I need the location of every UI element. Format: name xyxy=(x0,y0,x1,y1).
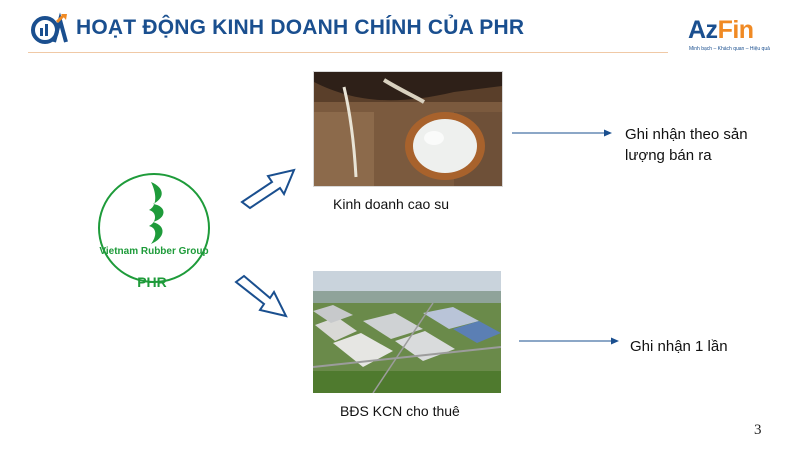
caption-rubber-business: Kinh doanh cao su xyxy=(333,196,449,212)
rubber-leaf-icon xyxy=(149,182,164,244)
arrow-down-right-icon xyxy=(234,274,288,318)
rubber-tapping-photo xyxy=(313,71,503,187)
note-industrial-revenue: Ghi nhận 1 lần xyxy=(630,338,728,355)
azfin-tagline: Minh bạch – Khách quan – Hiệu quả xyxy=(689,46,770,52)
phr-company-logo: Vietnam Rubber Group PHR xyxy=(98,173,210,290)
page-title: HOẠT ĐỘNG KINH DOANH CHÍNH CỦA PHR xyxy=(76,16,525,39)
caption-industrial-park: BĐS KCN cho thuê xyxy=(340,403,460,419)
header-divider xyxy=(28,52,668,53)
arrow-up-right-icon xyxy=(240,168,296,210)
industrial-park-photo xyxy=(313,271,501,393)
arrow-right-icon xyxy=(519,337,619,345)
arrow-right-icon xyxy=(512,129,612,137)
svg-text:Vietnam Rubber Group: Vietnam Rubber Group xyxy=(99,246,208,257)
svg-text:PHR: PHR xyxy=(137,274,167,290)
azfin-wordmark: AzFin xyxy=(688,16,754,44)
company-chart-logo-icon xyxy=(31,12,68,44)
azfin-logo: AzFin Minh bạch – Khách quan – Hiệu quả xyxy=(688,16,772,56)
note-rubber-revenue: Ghi nhận theo sản lượng bán ra xyxy=(625,126,748,164)
page-number: 3 xyxy=(754,422,762,438)
